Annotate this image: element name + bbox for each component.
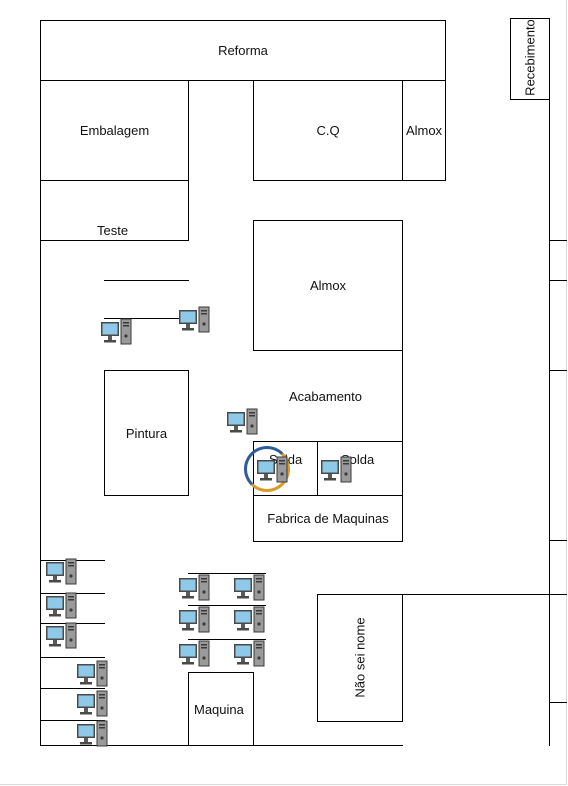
right-wall-tick bbox=[549, 280, 567, 281]
selection-ring-icon[interactable] bbox=[244, 446, 290, 492]
partition bbox=[40, 657, 105, 658]
partition bbox=[104, 318, 189, 319]
desktop-computer-icon[interactable] bbox=[76, 660, 108, 688]
room-teste bbox=[40, 180, 189, 241]
room-label: Almox bbox=[405, 123, 443, 138]
room-label: Pintura bbox=[125, 425, 168, 441]
desktop-computer-icon[interactable] bbox=[76, 720, 108, 748]
room-fabrica-de-maquinas: Fabrica de Maquinas bbox=[253, 495, 403, 542]
room-cq: C.Q bbox=[253, 80, 403, 181]
partition bbox=[403, 594, 549, 595]
right-wall-tick bbox=[549, 594, 567, 595]
right-wall bbox=[549, 100, 550, 746]
desktop-computer-icon[interactable] bbox=[178, 640, 210, 668]
room-label: Reforma bbox=[218, 43, 268, 58]
desktop-computer-icon[interactable] bbox=[178, 306, 210, 334]
room-recebimento bbox=[510, 18, 550, 100]
left-wall bbox=[40, 240, 41, 746]
desktop-computer-icon[interactable] bbox=[45, 558, 77, 586]
desktop-computer-icon[interactable] bbox=[100, 318, 132, 346]
desktop-computer-icon[interactable] bbox=[76, 690, 108, 718]
right-wall-tick bbox=[549, 240, 567, 241]
desktop-computer-icon[interactable] bbox=[256, 456, 288, 484]
partition bbox=[188, 573, 266, 574]
desktop-computer-icon[interactable] bbox=[320, 456, 352, 484]
room-label: Teste bbox=[97, 223, 129, 238]
desktop-computer-icon[interactable] bbox=[226, 408, 258, 436]
room-nao-sei-nome bbox=[317, 594, 403, 722]
room-label: Almox bbox=[309, 278, 347, 293]
desktop-computer-icon[interactable] bbox=[45, 622, 77, 650]
room-label: Acabamento bbox=[289, 389, 362, 404]
right-wall-tick bbox=[549, 540, 567, 541]
desktop-computer-icon[interactable] bbox=[178, 574, 210, 602]
room-label: Maquina bbox=[194, 702, 244, 717]
right-wall-tick bbox=[549, 370, 567, 371]
room-maquina bbox=[188, 672, 254, 746]
room-pintura: Pintura bbox=[104, 370, 189, 496]
partition bbox=[104, 280, 189, 281]
room-label: Não sei nome bbox=[352, 617, 368, 698]
room-label: C.Q bbox=[316, 123, 340, 138]
desktop-computer-icon[interactable] bbox=[233, 640, 265, 668]
partition bbox=[40, 720, 105, 721]
partition bbox=[40, 688, 105, 689]
room-almox-center: Almox bbox=[253, 220, 403, 351]
desktop-computer-icon[interactable] bbox=[233, 606, 265, 634]
right-wall-tick bbox=[549, 702, 567, 703]
desktop-computer-icon[interactable] bbox=[178, 606, 210, 634]
partition bbox=[188, 639, 266, 640]
partition bbox=[188, 605, 266, 606]
desktop-computer-icon[interactable] bbox=[233, 574, 265, 602]
room-almox-top: Almox bbox=[402, 80, 446, 181]
room-embalagem: Embalagem bbox=[40, 80, 189, 181]
room-label: Fabrica de Maquinas bbox=[267, 511, 389, 526]
room-label: Embalagem bbox=[79, 123, 150, 138]
room-reforma: Reforma bbox=[40, 20, 446, 81]
desktop-computer-icon[interactable] bbox=[45, 592, 77, 620]
room-label: Recebimento bbox=[522, 19, 538, 96]
